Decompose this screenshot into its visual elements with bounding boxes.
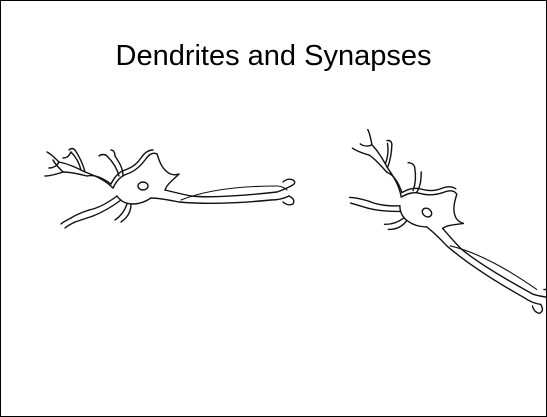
neuron-drawing-rotated — [306, 161, 531, 341]
neuron-drawing-horizontal — [41, 146, 296, 231]
slide-title: Dendrites and Synapses — [1, 39, 546, 74]
